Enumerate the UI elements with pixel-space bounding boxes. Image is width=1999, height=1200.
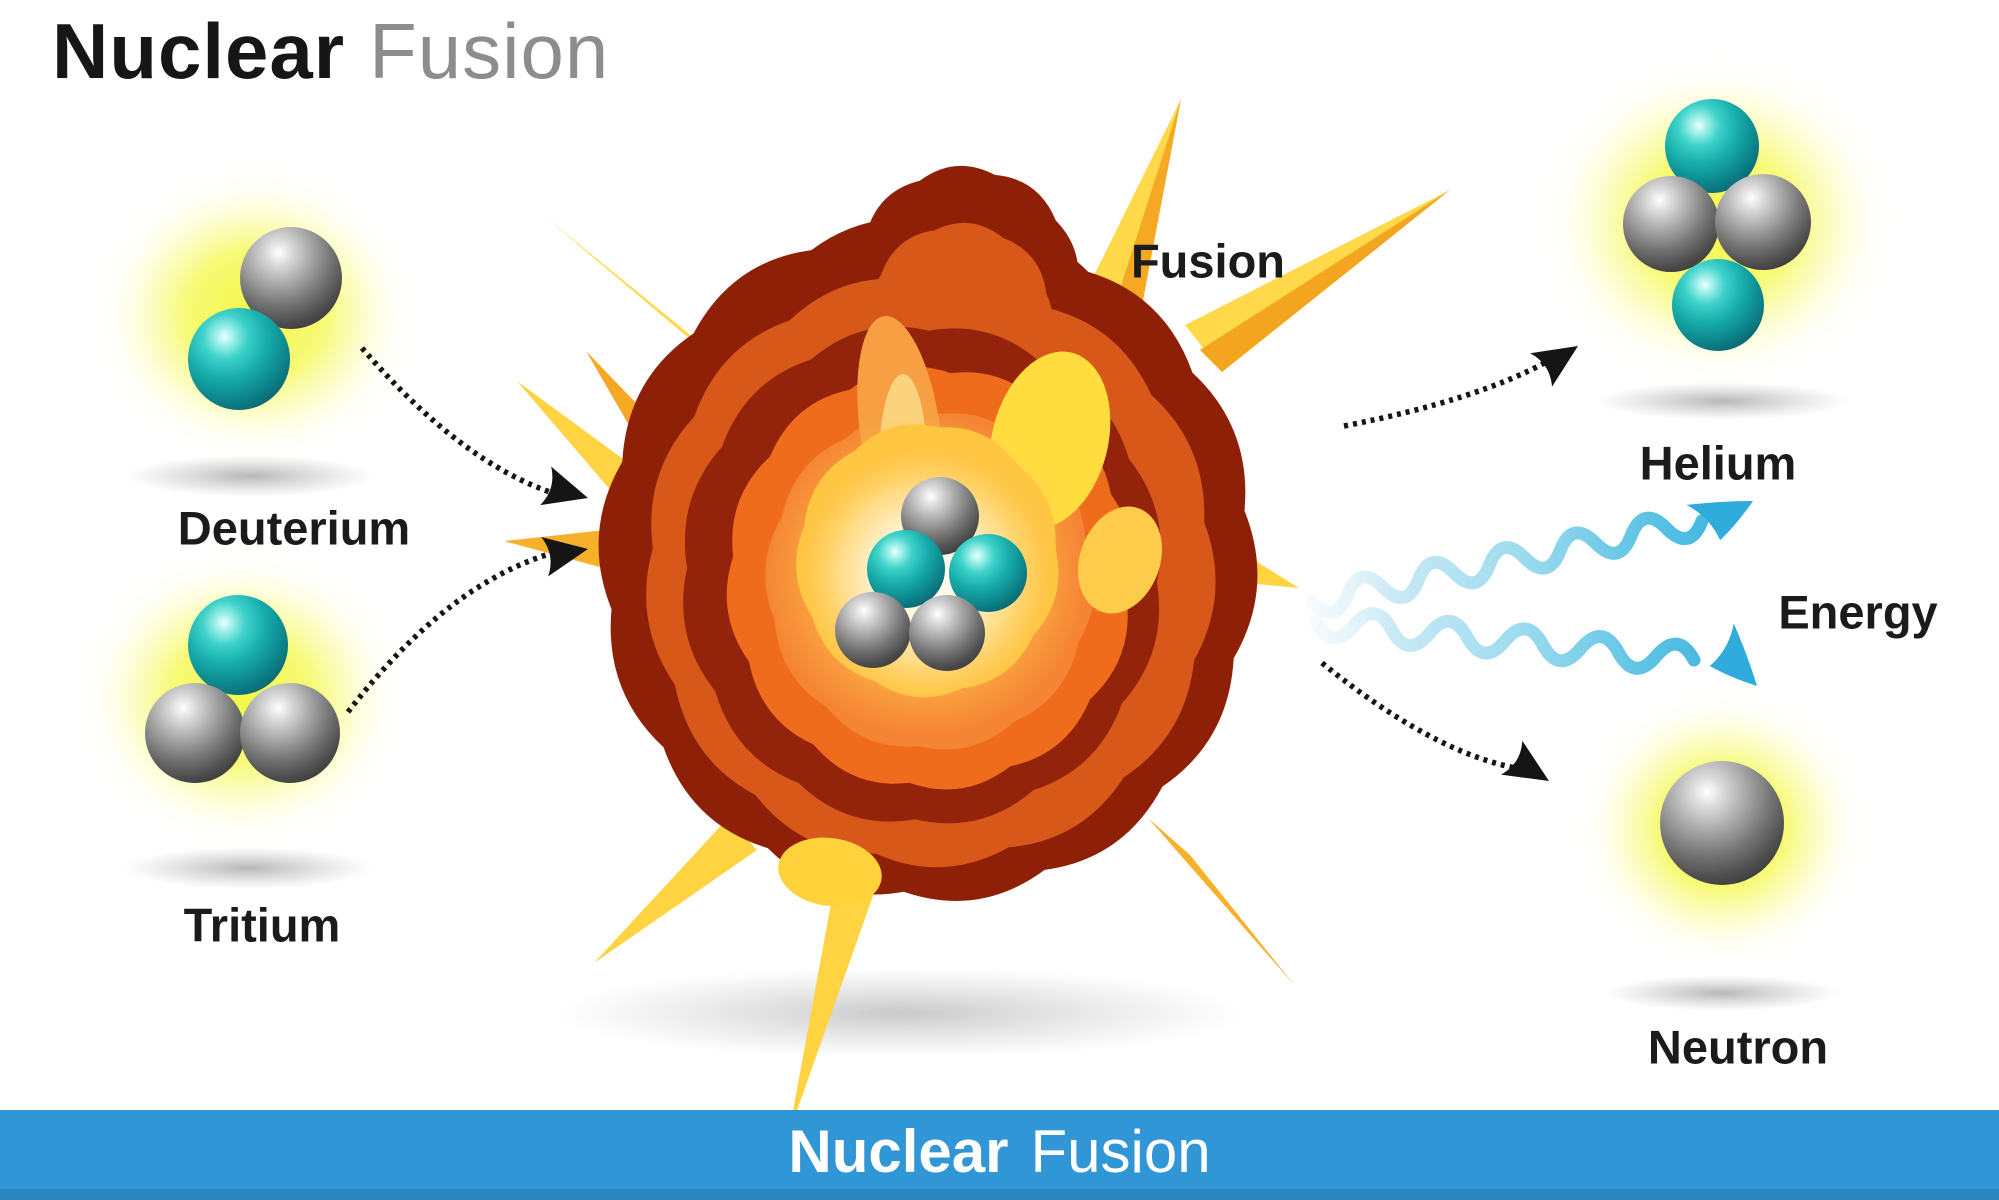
- explosion-shadow: [555, 967, 1245, 1059]
- flame-patch-bottom: [778, 837, 882, 907]
- neutron-particle: [1660, 761, 1784, 885]
- helium-teal-sphere-top: [1665, 99, 1759, 193]
- spike-top: [1078, 99, 1181, 332]
- banner-bottom-edge: [0, 1189, 1999, 1200]
- fusion-to-helium-arrow: [1343, 357, 1552, 429]
- banner-title-secondary: Fusion: [1030, 1117, 1211, 1185]
- nucleus-gray-bottom-left: [835, 592, 911, 668]
- tritium-glow: [64, 536, 420, 860]
- helium-shadow: [1594, 382, 1850, 420]
- energy-wave-arrowhead-lower: [1709, 623, 1757, 686]
- neutron-label: Neutron: [1647, 1020, 1829, 1074]
- deuterium-atom: [188, 227, 342, 410]
- tritium-atom: [145, 595, 340, 783]
- energy-wave-lower: [1309, 607, 1701, 675]
- deuterium-shadow: [125, 455, 375, 497]
- arrowhead-to-helium: [1530, 346, 1578, 387]
- arrowhead-to-fusion-upper: [540, 466, 588, 506]
- spike-lower-right: [1148, 818, 1295, 986]
- poster-title: Nuclear Fusion: [52, 6, 609, 97]
- deuterium-label: Deuterium: [177, 501, 411, 555]
- neutron-gray-sphere: [1660, 761, 1784, 885]
- tritium-label: Tritium: [183, 898, 341, 952]
- fusion-nucleus: [835, 477, 1027, 671]
- flame-patch-right-low: [1077, 506, 1163, 614]
- spike-bottom: [789, 838, 890, 1133]
- helium-gray-sphere-right: [1715, 174, 1811, 270]
- deuterium-to-fusion-arrow: [359, 346, 557, 497]
- nucleus-teal-right: [949, 534, 1027, 612]
- neutron-shadow: [1604, 975, 1840, 1011]
- spike-left-mid: [517, 381, 638, 492]
- deuterium-teal-sphere: [188, 308, 290, 410]
- tritium-gray-sphere-right: [240, 683, 340, 783]
- tritium-shadow: [123, 847, 373, 889]
- spike-top-gold: [1110, 99, 1181, 332]
- nucleus-teal-left: [867, 530, 945, 608]
- spike-top-right-gold: [1200, 190, 1450, 372]
- tritium-to-fusion-arrow: [345, 549, 557, 714]
- helium-gray-sphere-left: [1623, 176, 1719, 272]
- nucleus-gray-bottom-center: [909, 595, 985, 671]
- dotted-arrowheads: [540, 346, 1578, 781]
- deuterium-gray-sphere: [240, 227, 342, 329]
- spike-bottom-left: [594, 818, 757, 963]
- tritium-gray-sphere-left: [145, 683, 245, 783]
- ground-shadows: [123, 382, 1850, 1059]
- tritium-teal-sphere: [188, 595, 288, 695]
- arrowhead-to-neutron: [1501, 740, 1549, 781]
- dotted-arrows: [345, 346, 1552, 771]
- helium-teal-sphere-bottom: [1672, 259, 1764, 351]
- fusion-label: Fusion: [1130, 234, 1286, 288]
- energy-wave-arrowhead-upper: [1686, 500, 1753, 541]
- fusion-to-neutron-arrow: [1320, 660, 1517, 771]
- energy-wave-upper: [1305, 511, 1709, 619]
- energy-waves: [1305, 500, 1757, 686]
- banner-title-primary: Nuclear: [788, 1117, 1009, 1185]
- bottom-banner: Nuclear Fusion: [0, 1110, 1999, 1200]
- arrowhead-to-fusion-lower: [541, 536, 588, 577]
- helium-label: Helium: [1639, 436, 1797, 490]
- helium-atom: [1623, 99, 1811, 351]
- poster-title-primary: Nuclear: [52, 7, 346, 95]
- poster-title-secondary: Fusion: [369, 7, 610, 95]
- energy-label: Energy: [1778, 585, 1938, 639]
- banner-title: Nuclear Fusion: [788, 1117, 1210, 1186]
